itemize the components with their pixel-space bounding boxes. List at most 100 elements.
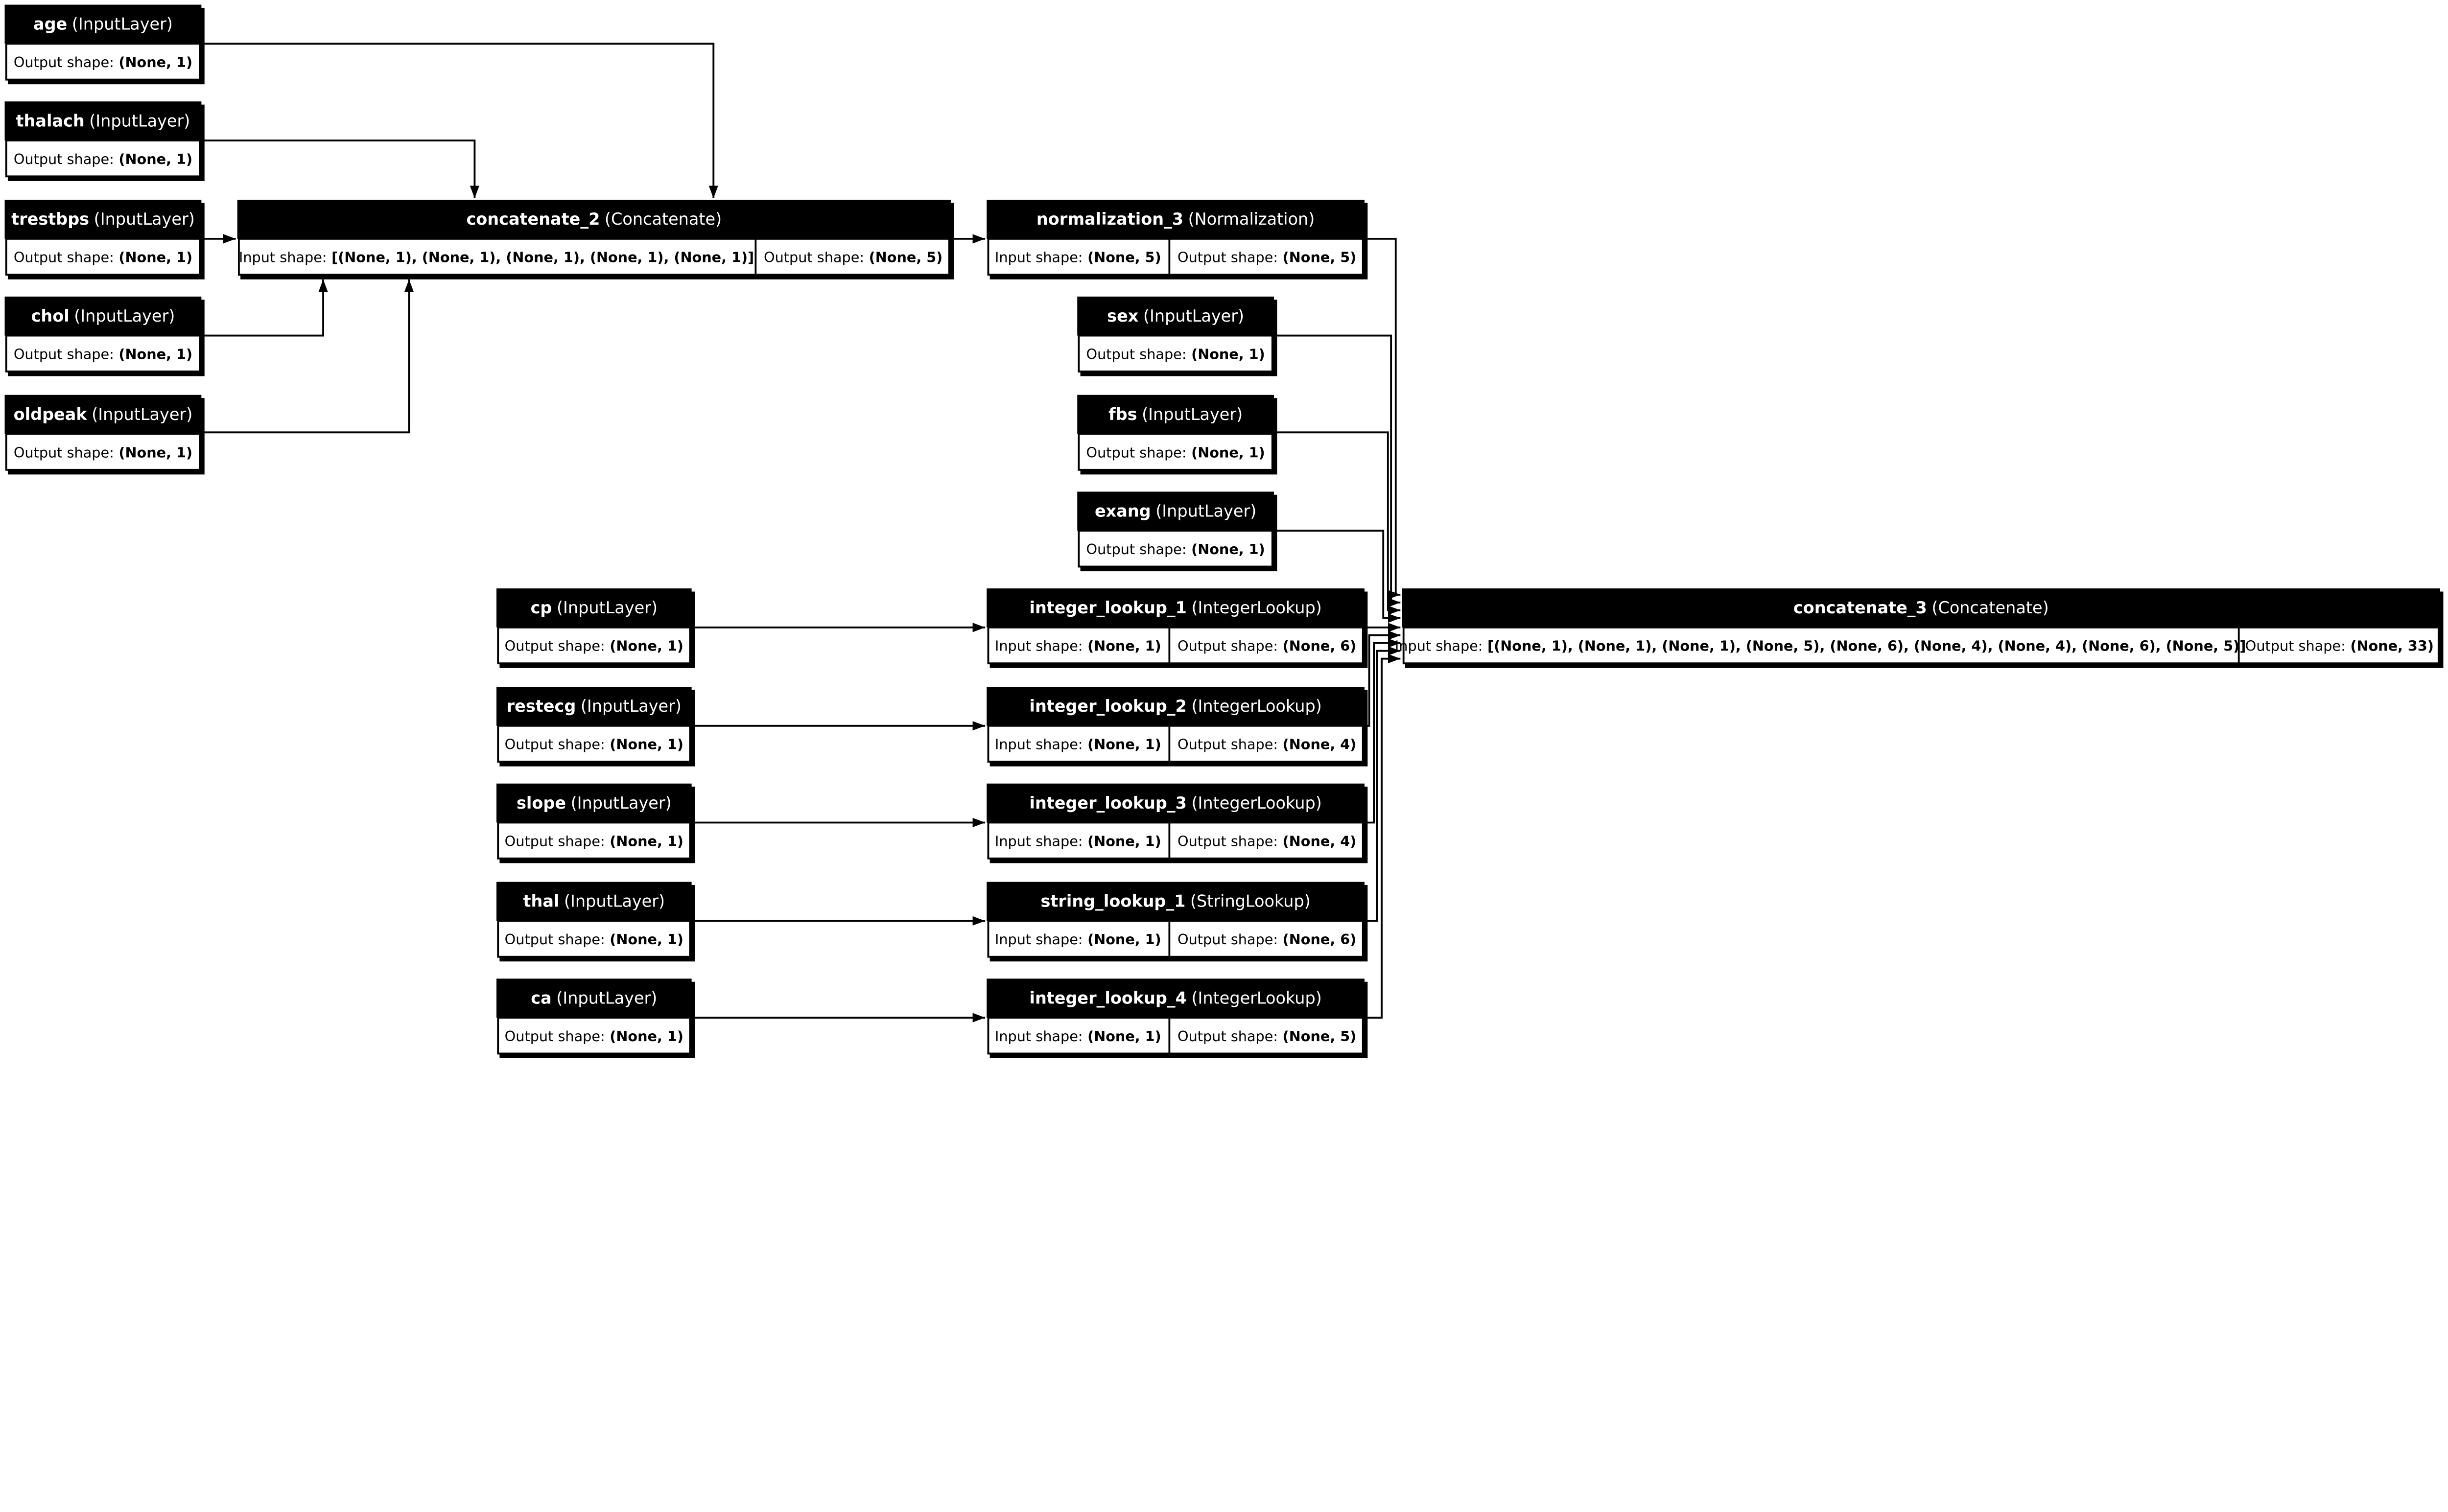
node-title: integer_lookup_4(IntegerLookup): [1029, 988, 1321, 1007]
layer-type: (InputLayer): [581, 697, 682, 716]
output-shape: Output shape:(None, 33): [2245, 638, 2434, 654]
node-body: [497, 821, 691, 860]
node-title: thalach(InputLayer): [16, 111, 190, 130]
layer-node-chol[interactable]: chol(InputLayer)Output shape:(None, 1): [4, 296, 205, 376]
node-header: [987, 687, 1365, 726]
node-body: [987, 821, 1364, 860]
layer-name: fbs: [1108, 405, 1137, 424]
layer-node-normalization_3[interactable]: normalization_3(Normalization)Input shap…: [987, 200, 1368, 279]
layer-name: oldpeak: [14, 405, 88, 424]
output-shape-label: Output shape:: [1177, 249, 1278, 266]
layer-name: normalization_3: [1036, 209, 1183, 229]
layer-node-trestbps[interactable]: trestbps(InputLayer)Output shape:(None, …: [4, 200, 205, 279]
node-body: [237, 237, 950, 276]
node-header: [496, 588, 692, 628]
node-header: [496, 882, 692, 921]
node-title: exang(InputLayer): [1095, 501, 1256, 520]
layer-name: thal: [523, 892, 560, 911]
node-header: [4, 296, 202, 336]
output-shape-label: Output shape:: [1177, 736, 1278, 753]
layer-name: sex: [1107, 306, 1139, 326]
layer-node-cp[interactable]: cp(InputLayer)Output shape:(None, 1): [496, 588, 695, 668]
input-shape-label: Input shape:: [1395, 638, 1483, 654]
layer-node-integer_lookup_1[interactable]: integer_lookup_1(IntegerLookup) Input sha…: [987, 588, 1368, 668]
node-body: [5, 334, 201, 372]
edge-oldpeak-to-concatenate_2: [201, 279, 414, 434]
output-shape-label: Output shape:: [14, 346, 114, 362]
node-body: [987, 237, 1364, 276]
layer-type: (InputLayer): [89, 111, 190, 130]
edge-string_lookup_1-to-concatenate_3: [1364, 646, 1401, 922]
node-body: [987, 920, 1364, 958]
input-shape: Input shape:[(None, 1), (None, 1), (None…: [1395, 638, 2246, 654]
node-title: integer_lookup_1(IntegerLookup): [1029, 598, 1321, 617]
output-shape-value: (None, 33): [2350, 638, 2434, 654]
layer-node-exang[interactable]: exang(InputLayer)Output shape:(None, 1): [1077, 491, 1277, 572]
layer-node-integer_lookup_4[interactable]: integer_lookup_4(IntegerLookup) Input sha…: [987, 978, 1368, 1058]
output-shape: Output shape:(None, 4): [1177, 833, 1356, 849]
layer-node-concatenate_2[interactable]: concatenate_2(Concatenate)Input shape:[(…: [237, 200, 954, 279]
node-title: age(InputLayer): [33, 15, 173, 34]
output-shape: Output shape:(None, 1): [505, 931, 683, 948]
output-shape-label: Output shape:: [14, 54, 114, 70]
input-shape-value: (None, 1): [1087, 1028, 1161, 1045]
output-shape-value: (None, 4): [1283, 833, 1357, 849]
layer-type: (InputLayer): [571, 793, 672, 813]
edge-integer_lookup_3-to-concatenate_3: [1364, 638, 1401, 824]
output-shape-value: (None, 1): [118, 151, 192, 167]
edge-thalach-to-concatenate_2: [201, 140, 479, 198]
input-shape-value: (None, 1): [1087, 833, 1161, 849]
output-shape: Output shape:(None, 5): [1177, 1028, 1356, 1045]
node-title: oldpeak(InputLayer): [14, 405, 193, 424]
edge-exang-to-concatenate_3: [1274, 530, 1401, 623]
node-body: [5, 43, 201, 81]
node-header: [1077, 296, 1274, 336]
input-shape: Input shape:(None, 1): [995, 638, 1161, 654]
output-shape-label: Output shape:: [1086, 541, 1187, 558]
output-shape: Output shape:(None, 1): [14, 346, 192, 362]
layer-node-age[interactable]: age(InputLayer)Output shape:(None, 1): [4, 4, 205, 85]
output-shape-value: (None, 1): [610, 638, 683, 654]
output-shape-value: (None, 1): [610, 931, 683, 948]
layer-node-oldpeak[interactable]: oldpeak(InputLayer) Output shape:(None, 1…: [4, 395, 205, 475]
node-body: [1078, 433, 1273, 471]
layer-node-restecg[interactable]: restecg(InputLayer)Output shape:(None, 1…: [496, 687, 695, 767]
layer-node-string_lookup_1[interactable]: string_lookup_1(StringLookup)Input shape…: [987, 882, 1368, 962]
node-body: [987, 626, 1364, 665]
output-shape-value: (None, 6): [1283, 931, 1357, 948]
edge-normalization_3-to-concatenate_3: [1364, 237, 1401, 600]
layer-type: (InputLayer): [1143, 306, 1244, 326]
layer-node-thal[interactable]: thal(InputLayer) Output shape:(None, 1): [496, 882, 695, 962]
node-header: [4, 101, 202, 140]
input-shape-label: Input shape:: [995, 249, 1083, 266]
layer-node-ca[interactable]: ca(InputLayer)Output shape:(None, 1): [496, 978, 695, 1058]
layer-node-concatenate_3[interactable]: concatenate_3(Concatenate)Input shape:[(…: [1395, 588, 2444, 668]
output-shape-value: (None, 1): [118, 444, 192, 461]
output-shape: Output shape:(None, 1): [14, 249, 192, 266]
output-shape: Output shape:(None, 5): [764, 249, 942, 266]
layer-node-thalach[interactable]: thalach(InputLayer)Output shape:(None, 1…: [4, 101, 205, 181]
layer-node-integer_lookup_3[interactable]: integer_lookup_3(IntegerLookup)Input sha…: [987, 783, 1368, 863]
layer-type: (IntegerLookup): [1191, 598, 1321, 617]
output-shape-label: Output shape:: [14, 444, 114, 461]
node-header: [4, 200, 202, 239]
input-shape-value: (None, 1): [1087, 638, 1161, 654]
layer-node-fbs[interactable]: fbs(InputLayer)Output shape:(None, 1): [1077, 395, 1277, 475]
output-shape: Output shape:(None, 1): [505, 1028, 683, 1045]
output-shape-value: (None, 1): [610, 833, 683, 849]
input-shape-label: Input shape:: [239, 249, 327, 266]
output-shape: Output shape:(None, 1): [1086, 444, 1265, 461]
node-body: [497, 626, 691, 665]
layer-name: string_lookup_1: [1040, 892, 1185, 911]
layer-node-integer_lookup_2[interactable]: integer_lookup_2(IntegerLookup)Input sha…: [987, 687, 1368, 767]
node-title: thal(InputLayer): [523, 892, 665, 911]
output-shape: Output shape:(None, 5): [1177, 249, 1356, 266]
layer-node-sex[interactable]: sex(InputLayer)Output shape:(None, 1): [1077, 296, 1277, 376]
node-header: [1077, 491, 1274, 531]
input-shape: Input shape:(None, 1): [995, 1028, 1161, 1045]
node-title: integer_lookup_2(IntegerLookup): [1029, 697, 1321, 716]
output-shape-value: (None, 5): [869, 249, 943, 266]
layer-type: (IntegerLookup): [1191, 793, 1321, 813]
layer-node-slope[interactable]: slope(InputLayer)Output shape:(None, 1): [496, 783, 695, 863]
output-shape-label: Output shape:: [1177, 931, 1278, 948]
